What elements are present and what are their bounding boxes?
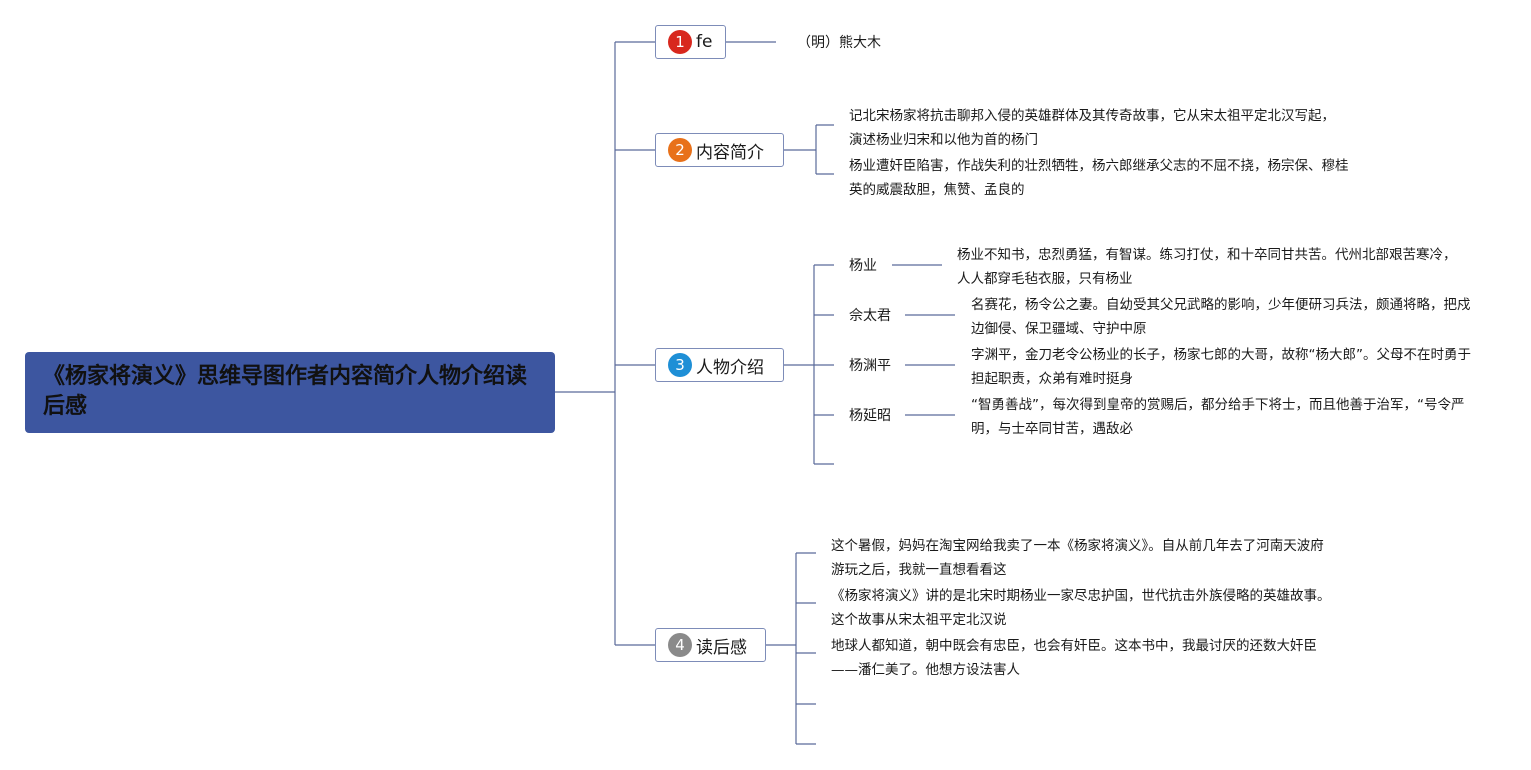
character-name-she-taijun: 佘太君 [849, 308, 891, 324]
topic-author-label: fe [696, 32, 713, 52]
topic-author[interactable]: 1 fe [655, 25, 726, 59]
topic-review[interactable]: 4 读后感 [655, 628, 766, 662]
summary-item-1: 记北宋杨家将抗击聊邦入侵的英雄群体及其传奇故事，它从宋太祖平定北汉写起，演述杨业… [849, 108, 1335, 148]
character-name-yang-yuanping: 杨渊平 [849, 358, 891, 374]
author-detail: （明）熊大木 [797, 35, 881, 51]
number-badge-1: 1 [668, 30, 692, 54]
root-title: 《杨家将演义》思维导图作者内容简介人物介绍读后感 [43, 364, 528, 419]
number-badge-3: 3 [668, 353, 692, 377]
root-topic[interactable]: 《杨家将演义》思维导图作者内容简介人物介绍读后感 [25, 352, 555, 433]
character-desc-yang-yuanping: 字渊平，金刀老令公杨业的长子，杨家七郎的大哥，故称“杨大郎”。父母不在时勇于担起… [971, 347, 1471, 387]
character-name-yang-ye: 杨业 [849, 258, 877, 274]
character-name-yang-yanzhao: 杨延昭 [849, 408, 891, 424]
topic-review-label: 读后感 [696, 637, 747, 658]
character-desc-she-taijun: 名赛花，杨令公之妻。自幼受其父兄武略的影响，少年便研习兵法，颇通将略，把戍边御侵… [971, 297, 1471, 337]
review-item-3: 地球人都知道，朝中既会有忠臣，也会有奸臣。这本书中，我最讨厌的还数大奸臣——潘仁… [831, 638, 1317, 678]
summary-item-2: 杨业遭奸臣陷害，作战失利的壮烈牺牲，杨六郎继承父志的不屈不挠，杨宗保、穆桂英的威… [849, 158, 1349, 198]
number-badge-2: 2 [668, 138, 692, 162]
topic-characters[interactable]: 3 人物介绍 [655, 348, 784, 382]
number-badge-4: 4 [668, 633, 692, 657]
review-item-1: 这个暑假，妈妈在淘宝网给我卖了一本《杨家将演义》。自从前几年去了河南天波府游玩之… [831, 538, 1324, 578]
review-item-2: 《杨家将演义》讲的是北宋时期杨业一家尽忠护国，世代抗击外族侵略的英雄故事。这个故… [831, 588, 1331, 628]
character-desc-yang-ye: 杨业不知书，忠烈勇猛，有智谋。练习打仗，和十卒同甘共苦。代州北部艰苦寒冷，人人都… [957, 247, 1457, 287]
topic-summary-label: 内容简介 [696, 142, 764, 163]
character-desc-yang-yanzhao: “智勇善战”，每次得到皇帝的赏赐后，都分给手下将士，而且他善于治军，“号令严明，… [971, 397, 1465, 437]
topic-characters-label: 人物介绍 [696, 357, 764, 378]
topic-summary[interactable]: 2 内容简介 [655, 133, 784, 167]
